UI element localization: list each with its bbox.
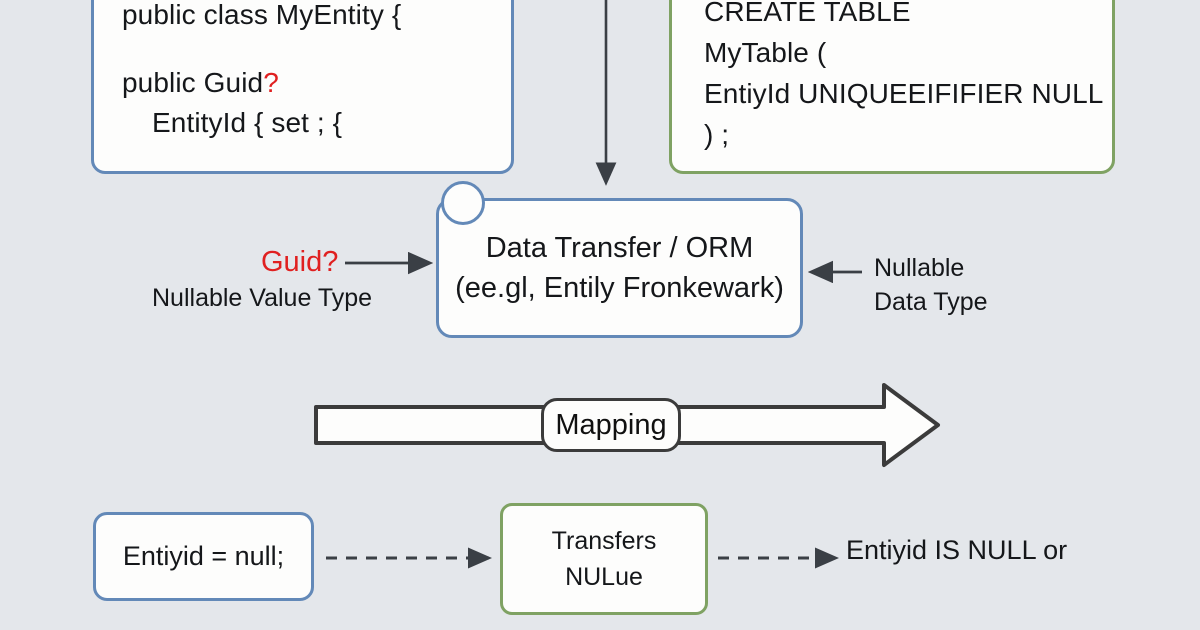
- property-type-text: public Guid: [122, 67, 264, 98]
- mapping-label: Mapping: [541, 398, 681, 452]
- sql-is-null-label: Entiyid IS NULL or: [846, 535, 1068, 565]
- orm-subtitle: (ee.gl, Entily Fronkewark): [455, 272, 784, 304]
- nullable-value-type-label: Nullable Value Type: [152, 284, 373, 312]
- code-blank-line: [122, 35, 489, 63]
- sql-close-line: ) ;: [704, 119, 730, 150]
- sql-ddl-box: CREATE TABLE MyTable ( EntiyId UNIQUEEIF…: [669, 0, 1115, 174]
- nullable-data-type-line2: Data Type: [874, 288, 988, 316]
- property-name-line: EntityId { set ; {: [152, 107, 343, 138]
- nullable-data-type-label: Nullable Data Type: [874, 251, 1074, 319]
- transfers-line2: NULue: [565, 563, 643, 591]
- sql-column-line: EntiyId UNIQUEEIFIFIER NULL: [704, 78, 1104, 109]
- sql-code: CREATE TABLE MyTable ( EntiyId UNIQUEEIF…: [672, 0, 1112, 155]
- orm-title: Data Transfer / ORM: [485, 232, 754, 264]
- property-type-line: public Guid?: [122, 63, 489, 103]
- sql-create-line: CREATE TABLE: [704, 0, 911, 27]
- csharp-class-box: public class MyEntity { public Guid? Ent…: [91, 0, 514, 174]
- transfers-line1: Transfers: [551, 527, 657, 555]
- null-assignment-box: Entiyid = null;: [93, 512, 314, 601]
- null-assignment-text: Entiyid = null;: [122, 541, 285, 571]
- guid-nullable-label: Guid?: [261, 246, 339, 278]
- sql-table-line: MyTable (: [704, 37, 827, 68]
- nullable-data-type-line1: Nullable: [874, 254, 965, 282]
- transfers-null-box: Transfers NULue: [500, 503, 708, 615]
- circle-connector-icon: [441, 181, 485, 225]
- csharp-code: public class MyEntity { public Guid? Ent…: [94, 0, 511, 143]
- class-declaration-line: public class MyEntity {: [122, 0, 402, 30]
- orm-box: Data Transfer / ORM (ee.gl, Entily Fronk…: [436, 198, 803, 338]
- nullable-question-mark: ?: [263, 67, 279, 98]
